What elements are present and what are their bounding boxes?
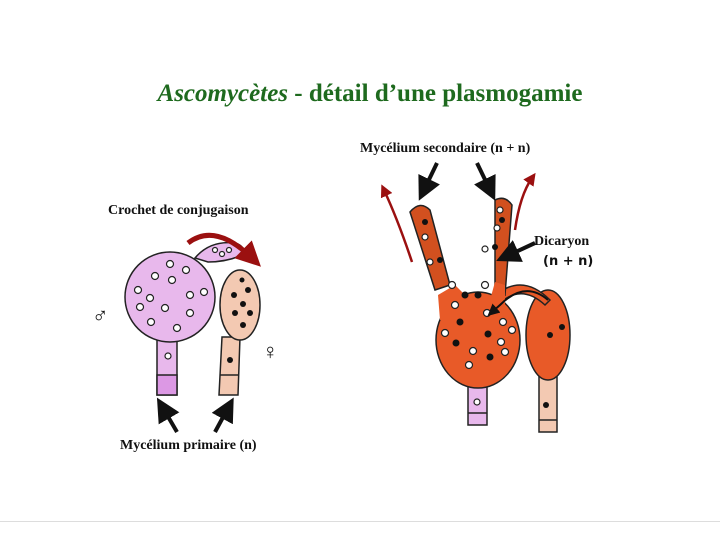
male-symbol-icon: ♂ bbox=[92, 303, 109, 328]
title-italic: Ascomycètes bbox=[157, 80, 289, 107]
dikaryotic-ascogonium bbox=[409, 197, 571, 433]
label-dicaryon: Dicaryon bbox=[534, 234, 590, 249]
female-symbol-icon: ♀ bbox=[262, 339, 279, 364]
label-dicaryon-ploidy: (n + n) bbox=[543, 254, 594, 269]
arrow-icon bbox=[211, 397, 234, 433]
arrow-icon bbox=[496, 240, 536, 262]
arrow-icon bbox=[156, 397, 180, 434]
arrow-icon bbox=[487, 290, 549, 316]
title-rest: - détail d’une plasmogamie bbox=[288, 80, 583, 107]
arrow-icon bbox=[473, 162, 496, 201]
label-mycelium-secondaire: Mycélium secondaire (n + n) bbox=[360, 141, 531, 156]
slide-title: Ascomycètes - détail d’une plasmogamie bbox=[0, 80, 720, 108]
label-mycelium-primaire: Mycélium primaire (n) bbox=[120, 438, 257, 453]
female-gametangium bbox=[218, 269, 261, 396]
male-gametangium bbox=[124, 241, 244, 396]
divider bbox=[0, 521, 720, 522]
red-arrow-growth bbox=[380, 184, 414, 263]
label-crochet: Crochet de conjugaison bbox=[108, 203, 249, 218]
red-arrow-growth bbox=[513, 172, 536, 231]
red-arrow-hook bbox=[186, 232, 261, 267]
arrow-icon bbox=[418, 162, 441, 201]
